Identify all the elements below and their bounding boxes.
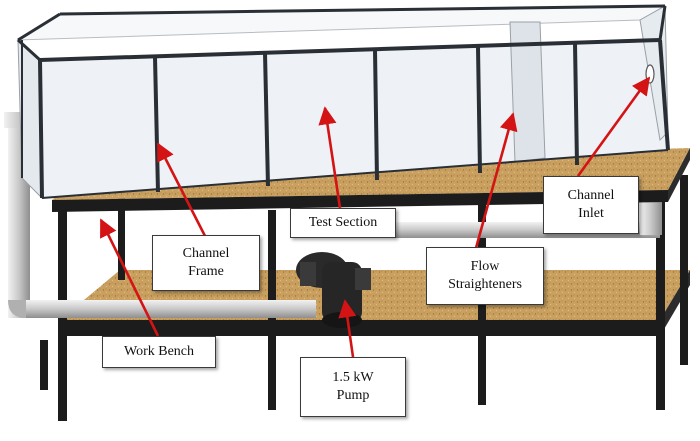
pointer-arrows — [99, 76, 651, 358]
label-channel-frame: Channel Frame — [152, 235, 260, 291]
label-channel-inlet-line1: Channel — [567, 188, 615, 203]
arrow-channel-inlet — [576, 76, 651, 177]
arrow-flow-straighteners — [474, 112, 518, 249]
arrow-test-section — [318, 106, 342, 209]
label-pump: 1.5 kW Pump — [300, 357, 406, 417]
label-channel-frame-line1: Channel — [182, 246, 230, 261]
label-flow-straighteners: Flow Straighteners — [426, 247, 544, 305]
label-channel-inlet: Channel Inlet — [543, 176, 639, 234]
pump-body — [296, 252, 371, 328]
label-test-section: Test Section — [290, 208, 396, 238]
arrow-work-bench — [99, 218, 160, 337]
label-pump-line2: Pump — [336, 388, 370, 403]
return-pipe — [4, 112, 662, 318]
glass-channel — [16, 5, 669, 200]
label-pump-line1: 1.5 kW — [332, 370, 374, 385]
label-flow-straighteners-line1: Flow — [470, 259, 500, 274]
label-flow-straighteners-line2: Straighteners — [448, 277, 522, 292]
label-work-bench-text: Work Bench — [123, 344, 195, 359]
arrow-channel-frame — [156, 142, 207, 237]
label-channel-inlet-line2: Inlet — [578, 206, 604, 221]
channel-frame — [16, 4, 670, 199]
label-work-bench: Work Bench — [102, 336, 216, 368]
arrow-pump — [338, 299, 357, 358]
label-test-section-text: Test Section — [308, 215, 378, 230]
label-channel-frame-line2: Frame — [188, 264, 224, 279]
